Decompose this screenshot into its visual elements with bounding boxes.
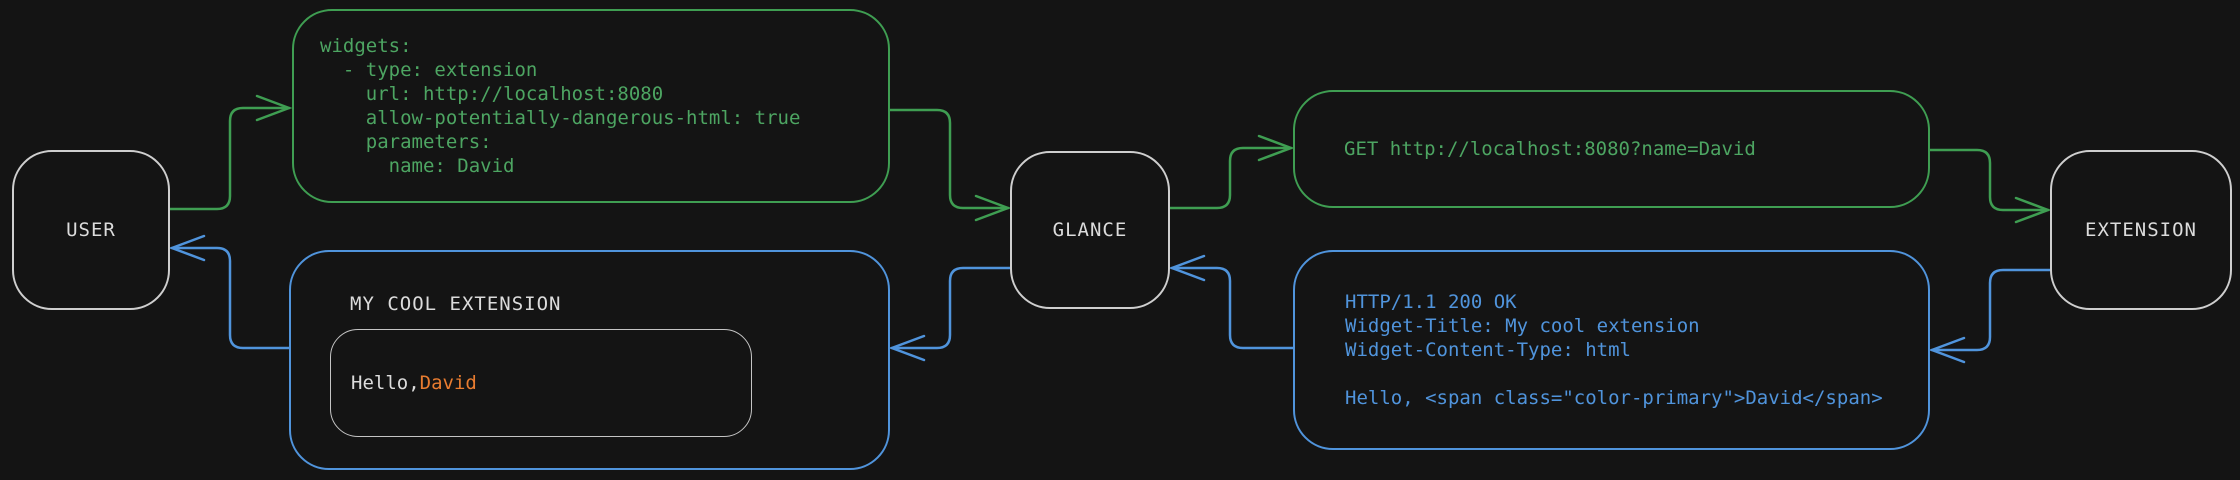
config-yaml-code: widgets: - type: extension url: http://l… [320, 35, 801, 177]
connector-blue-4 [1930, 268, 2052, 352]
connector-green-2 [1168, 146, 1293, 210]
node-user-label: USER [66, 219, 116, 241]
connector-green-0 [168, 106, 291, 211]
greeting-prefix: Hello, [351, 372, 420, 394]
connector-blue-6 [890, 266, 1012, 350]
greeting-name: David [419, 372, 477, 394]
arrowhead-right-icon [2014, 196, 2052, 224]
node-extension-label: EXTENSION [2085, 219, 2197, 241]
http-request-box: GET http://localhost:8080?name=David [1293, 90, 1930, 208]
widget-preview-box: MY COOL EXTENSION Hello, David [289, 250, 890, 470]
connector-blue-7 [170, 246, 291, 350]
node-glance: GLANCE [1010, 151, 1170, 309]
widget-preview-title: MY COOL EXTENSION [350, 293, 562, 315]
node-extension: EXTENSION [2050, 150, 2232, 310]
arrowhead-left-icon [1928, 336, 1966, 364]
arrowhead-left-icon [168, 234, 206, 262]
arrowhead-left-icon [888, 334, 926, 362]
arrowhead-right-icon [255, 94, 293, 122]
http-response-box: HTTP/1.1 200 OK Widget-Title: My cool ex… [1293, 250, 1930, 450]
http-response-code: HTTP/1.1 200 OK Widget-Title: My cool ex… [1345, 291, 1883, 409]
arrowhead-right-icon [974, 194, 1012, 222]
connector-green-1 [888, 108, 1010, 210]
node-user: USER [12, 150, 170, 310]
connector-green-3 [1928, 148, 2050, 212]
widget-preview-content: Hello, David [330, 329, 752, 437]
node-glance-label: GLANCE [1052, 219, 1128, 241]
arrowhead-right-icon [1257, 134, 1295, 162]
http-request-code: GET http://localhost:8080?name=David [1344, 138, 1756, 160]
connector-blue-5 [1170, 266, 1295, 350]
config-yaml-box: widgets: - type: extension url: http://l… [292, 9, 890, 203]
arrowhead-left-icon [1168, 254, 1206, 282]
